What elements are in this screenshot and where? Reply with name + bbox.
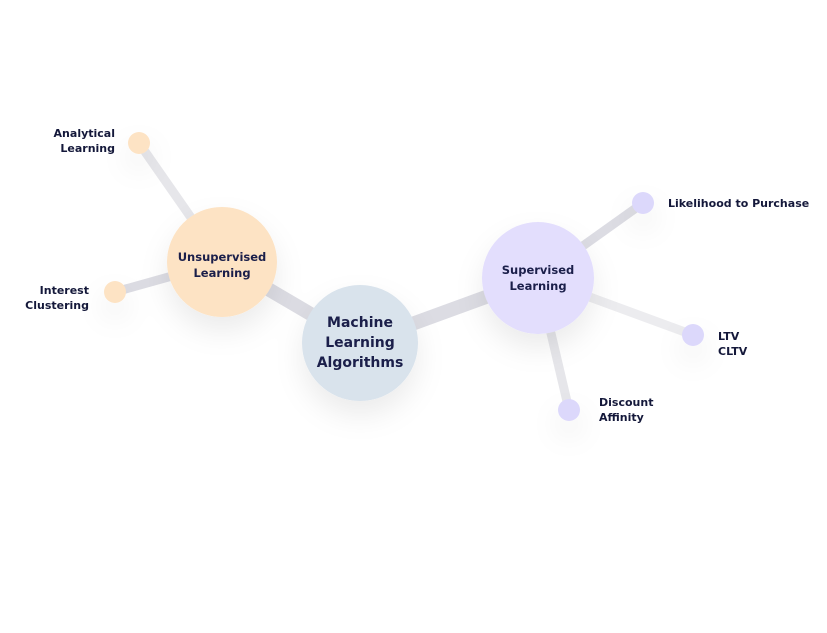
node-unsupervised[interactable] xyxy=(167,207,277,317)
leaf-analytical-dot[interactable] xyxy=(128,132,150,154)
leaf-ltv-label: LTV CLTV xyxy=(718,330,748,358)
supervised-label: Supervised Learning xyxy=(501,263,575,293)
leaf-ltv-dot[interactable] xyxy=(682,324,704,346)
leaf-discount-dot[interactable] xyxy=(558,399,580,421)
leaf-likelihood-dot[interactable] xyxy=(632,192,654,214)
leaf-interest-label: Interest Clustering xyxy=(25,284,89,312)
leaf-discount-label: Discount Affinity xyxy=(599,396,654,424)
center-label: Machine Learning Algorithms xyxy=(316,315,404,371)
unsupervised-label: Unsupervised Learning xyxy=(177,250,267,280)
node-center[interactable] xyxy=(302,285,418,401)
leaf-analytical-label: Analytical Learning xyxy=(53,127,115,155)
node-supervised[interactable] xyxy=(482,222,594,334)
leaf-interest-dot[interactable] xyxy=(104,281,126,303)
leaf-likelihood-label: Likelihood to Purchase xyxy=(668,197,810,210)
